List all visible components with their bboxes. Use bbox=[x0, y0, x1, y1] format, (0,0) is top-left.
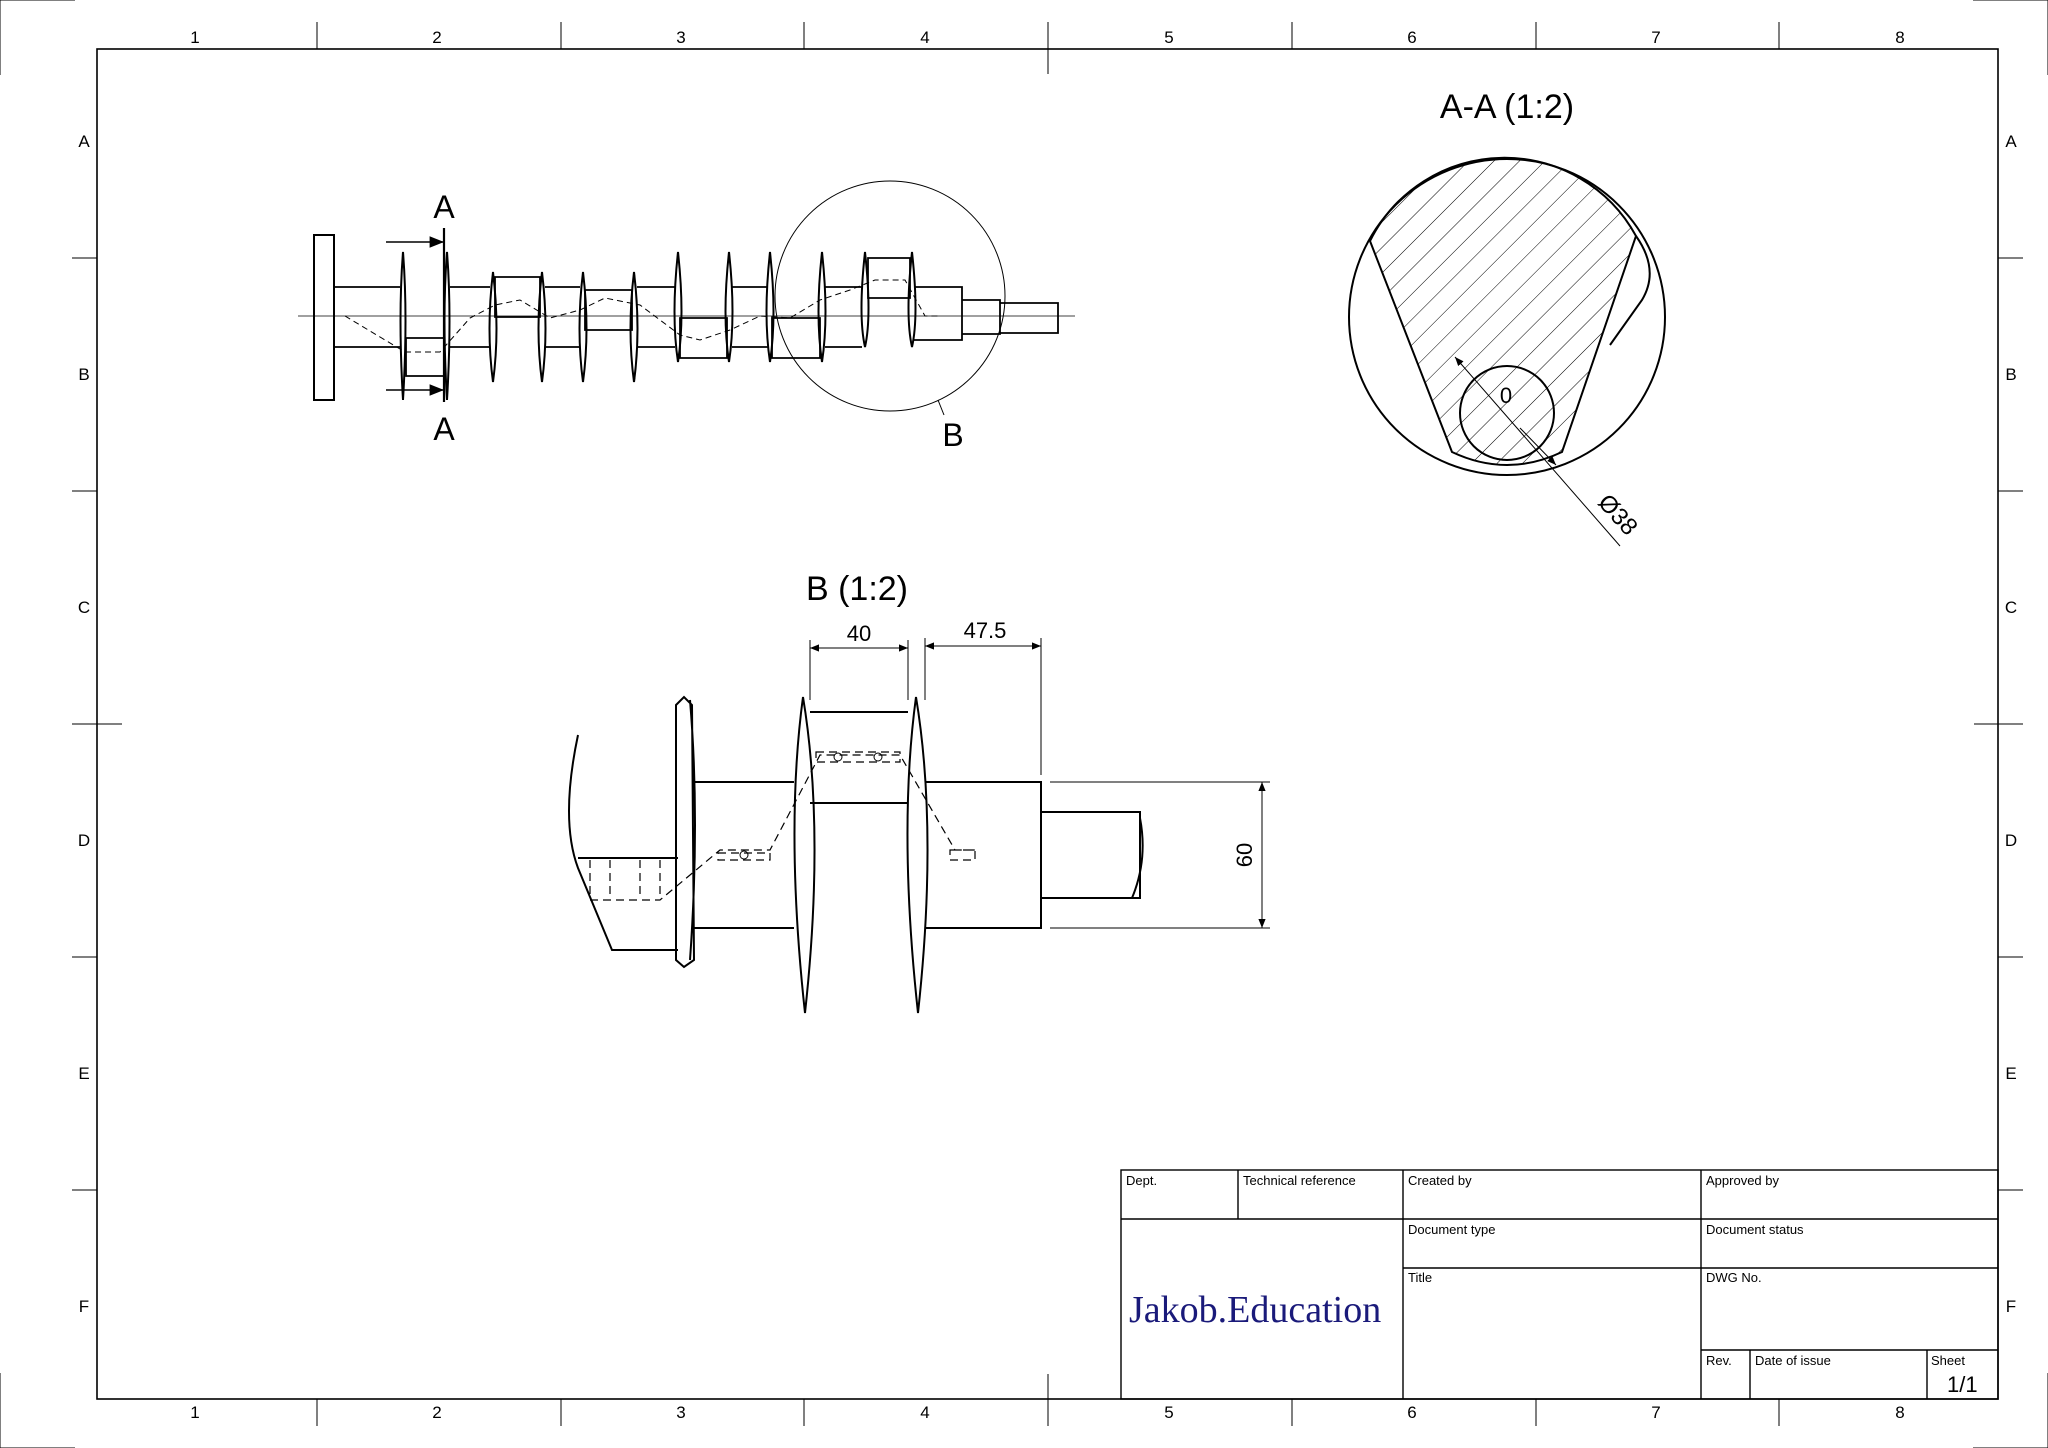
tb-approved-by: Approved by bbox=[1706, 1173, 1779, 1188]
row-label: B bbox=[78, 365, 89, 384]
diameter-arrow-end bbox=[1519, 427, 1557, 466]
detail-letter-b: B bbox=[942, 417, 963, 453]
col-label: 8 bbox=[1895, 1403, 1904, 1422]
col-label: 3 bbox=[676, 1403, 685, 1422]
col-label: 6 bbox=[1407, 1403, 1416, 1422]
tb-rev: Rev. bbox=[1706, 1353, 1732, 1368]
detail-oil-hole bbox=[873, 752, 883, 762]
tb-document-type: Document type bbox=[1408, 1222, 1495, 1237]
tb-created-by: Created by bbox=[1408, 1173, 1472, 1188]
row-label: F bbox=[79, 1297, 89, 1316]
row-label: A bbox=[78, 132, 90, 151]
dim-47-5 bbox=[924, 638, 1042, 775]
col-label: 3 bbox=[676, 28, 685, 47]
detail-leader-b bbox=[937, 399, 945, 416]
col-label: 6 bbox=[1407, 28, 1416, 47]
detail-web-2 bbox=[906, 696, 929, 1014]
tb-date-of-issue: Date of issue bbox=[1755, 1353, 1831, 1368]
row-label: D bbox=[2005, 831, 2017, 850]
row-label: C bbox=[78, 598, 90, 617]
title-block-grid bbox=[1121, 1170, 1998, 1399]
detail-web-1 bbox=[793, 696, 816, 1014]
section-letter-top: A bbox=[433, 189, 455, 225]
tb-dwg-no: DWG No. bbox=[1706, 1270, 1762, 1285]
detail-oil-hole bbox=[739, 850, 749, 860]
crankpins bbox=[405, 257, 911, 377]
col-label: 5 bbox=[1164, 1403, 1173, 1422]
tb-dept: Dept. bbox=[1126, 1173, 1157, 1188]
detail-oil-hole bbox=[833, 752, 843, 762]
detail-journal bbox=[694, 781, 794, 929]
dim-40-label: 40 bbox=[847, 621, 871, 646]
row-label: A bbox=[2005, 132, 2017, 151]
detail-plate-left bbox=[675, 695, 696, 969]
section-pin-circle bbox=[1459, 365, 1555, 461]
section-web-lobe bbox=[1609, 235, 1651, 346]
row-label: F bbox=[2006, 1297, 2016, 1316]
col-label: 8 bbox=[1895, 28, 1904, 47]
col-label: 2 bbox=[432, 28, 441, 47]
flange bbox=[313, 234, 335, 401]
tb-sheet-value: 1/1 bbox=[1947, 1372, 1978, 1397]
section-aa-view bbox=[1348, 156, 1666, 547]
column-labels-top: 1 2 3 4 5 6 7 8 bbox=[190, 28, 1904, 47]
brand-logo-text: Jakob.Education bbox=[1129, 1289, 1381, 1331]
detail-oil-passage-hidden bbox=[589, 751, 976, 901]
detail-right-journal bbox=[925, 781, 1144, 929]
col-label: 1 bbox=[190, 1403, 199, 1422]
oil-passages-hidden bbox=[344, 279, 940, 353]
section-hatched-web bbox=[1368, 156, 1638, 466]
section-letter-bottom: A bbox=[433, 411, 455, 447]
row-label: E bbox=[2005, 1064, 2016, 1083]
dim-60-label: 60 bbox=[1232, 843, 1257, 867]
detail-b-view bbox=[568, 638, 1270, 1014]
dim-60 bbox=[1050, 781, 1270, 929]
column-ticks bbox=[316, 22, 1780, 1426]
col-label: 5 bbox=[1164, 28, 1173, 47]
col-label: 4 bbox=[920, 1403, 929, 1422]
row-ticks bbox=[72, 257, 2023, 1191]
dim-47-5-label: 47.5 bbox=[964, 618, 1007, 643]
col-label: 7 bbox=[1651, 28, 1660, 47]
col-label: 4 bbox=[920, 28, 929, 47]
row-labels-right: A B C D E F bbox=[2005, 132, 2017, 1316]
section-aa-title: A-A (1:2) bbox=[1440, 88, 1574, 126]
tb-sheet: Sheet bbox=[1931, 1353, 1965, 1368]
inner-border bbox=[96, 48, 1999, 1400]
dim-40 bbox=[809, 640, 909, 700]
row-label: C bbox=[2005, 598, 2017, 617]
shaft-segments bbox=[334, 286, 1059, 348]
col-label: 1 bbox=[190, 28, 199, 47]
tb-title: Title bbox=[1408, 1270, 1432, 1285]
col-label: 2 bbox=[432, 1403, 441, 1422]
detail-crankpin bbox=[810, 711, 908, 804]
detail-circle-b bbox=[774, 180, 1006, 412]
row-label: D bbox=[78, 831, 90, 850]
row-label: B bbox=[2005, 365, 2016, 384]
title-block bbox=[1120, 1169, 1999, 1400]
section-diameter-dim: Ø38 bbox=[1592, 489, 1642, 541]
tb-technical-reference: Technical reference bbox=[1243, 1173, 1356, 1188]
section-inner-dim: 0 bbox=[1500, 383, 1512, 408]
detail-b-title: B (1:2) bbox=[806, 570, 908, 608]
tb-document-status: Document status bbox=[1706, 1222, 1804, 1237]
detail-partial-web bbox=[568, 734, 678, 951]
title-block-border bbox=[1120, 1169, 1999, 1400]
row-label: E bbox=[78, 1064, 89, 1083]
row-labels-left: A B C D E F bbox=[78, 132, 90, 1316]
diameter-leader bbox=[1454, 356, 1621, 547]
col-label: 7 bbox=[1651, 1403, 1660, 1422]
crank-webs bbox=[399, 251, 917, 401]
column-labels-bottom: 1 2 3 4 5 6 7 8 bbox=[190, 1403, 1904, 1422]
crankshaft-main-view bbox=[298, 180, 1075, 416]
